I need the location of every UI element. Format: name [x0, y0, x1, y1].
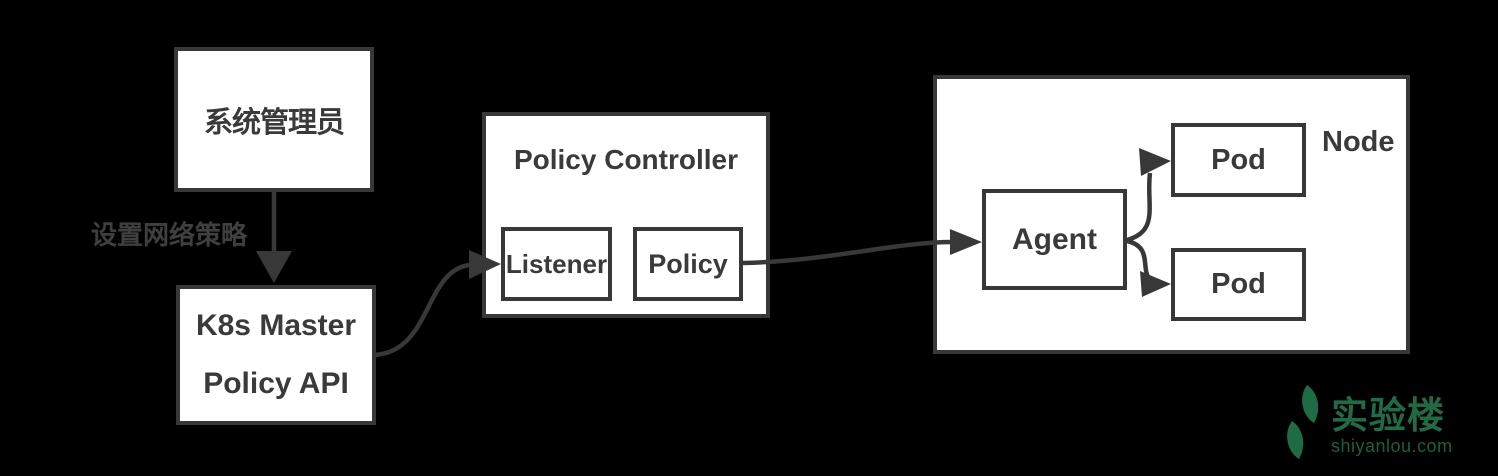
watermark-domain: shiyanlou.com: [1331, 436, 1453, 456]
watermark: 实验楼 shiyanlou.com: [1276, 385, 1486, 465]
system-admin-label: 系统管理员: [203, 106, 345, 139]
node-k8s-master-policy-api: K8s Master Policy API: [176, 285, 376, 425]
shiyanlou-leaf-logo-icon: [1287, 385, 1319, 459]
pod-top-label: Pod: [1211, 143, 1266, 176]
pod-bottom-label: Pod: [1211, 268, 1266, 300]
node-pod-top: Pod: [1171, 123, 1306, 197]
arrowhead-admin-to-k8s: [256, 251, 292, 283]
node-listener: Listener: [501, 227, 612, 301]
edge-policy-to-agent: [742, 239, 954, 266]
node-agent: Agent: [982, 189, 1127, 290]
k8s-master-label-line1: K8s Master: [195, 309, 357, 342]
policy-label: Policy: [648, 248, 728, 279]
edge-label-set-network-policy: 设置网络策略: [91, 220, 248, 250]
node-system-admin: 系统管理员: [174, 47, 374, 192]
edge-k8s-to-listener: [373, 262, 471, 358]
node-policy: Policy: [633, 227, 743, 301]
agent-label: Agent: [1012, 222, 1097, 256]
watermark-text: 实验楼 shiyanlou.com: [1331, 385, 1453, 456]
k8s-master-label-line2: Policy API: [203, 367, 349, 400]
watermark-brand: 实验楼: [1331, 395, 1445, 436]
node-pod-bottom: Pod: [1171, 248, 1306, 321]
policy-controller-title: Policy Controller: [513, 144, 739, 175]
listener-label: Listener: [505, 248, 608, 279]
node-container-label: Node: [1322, 126, 1395, 158]
